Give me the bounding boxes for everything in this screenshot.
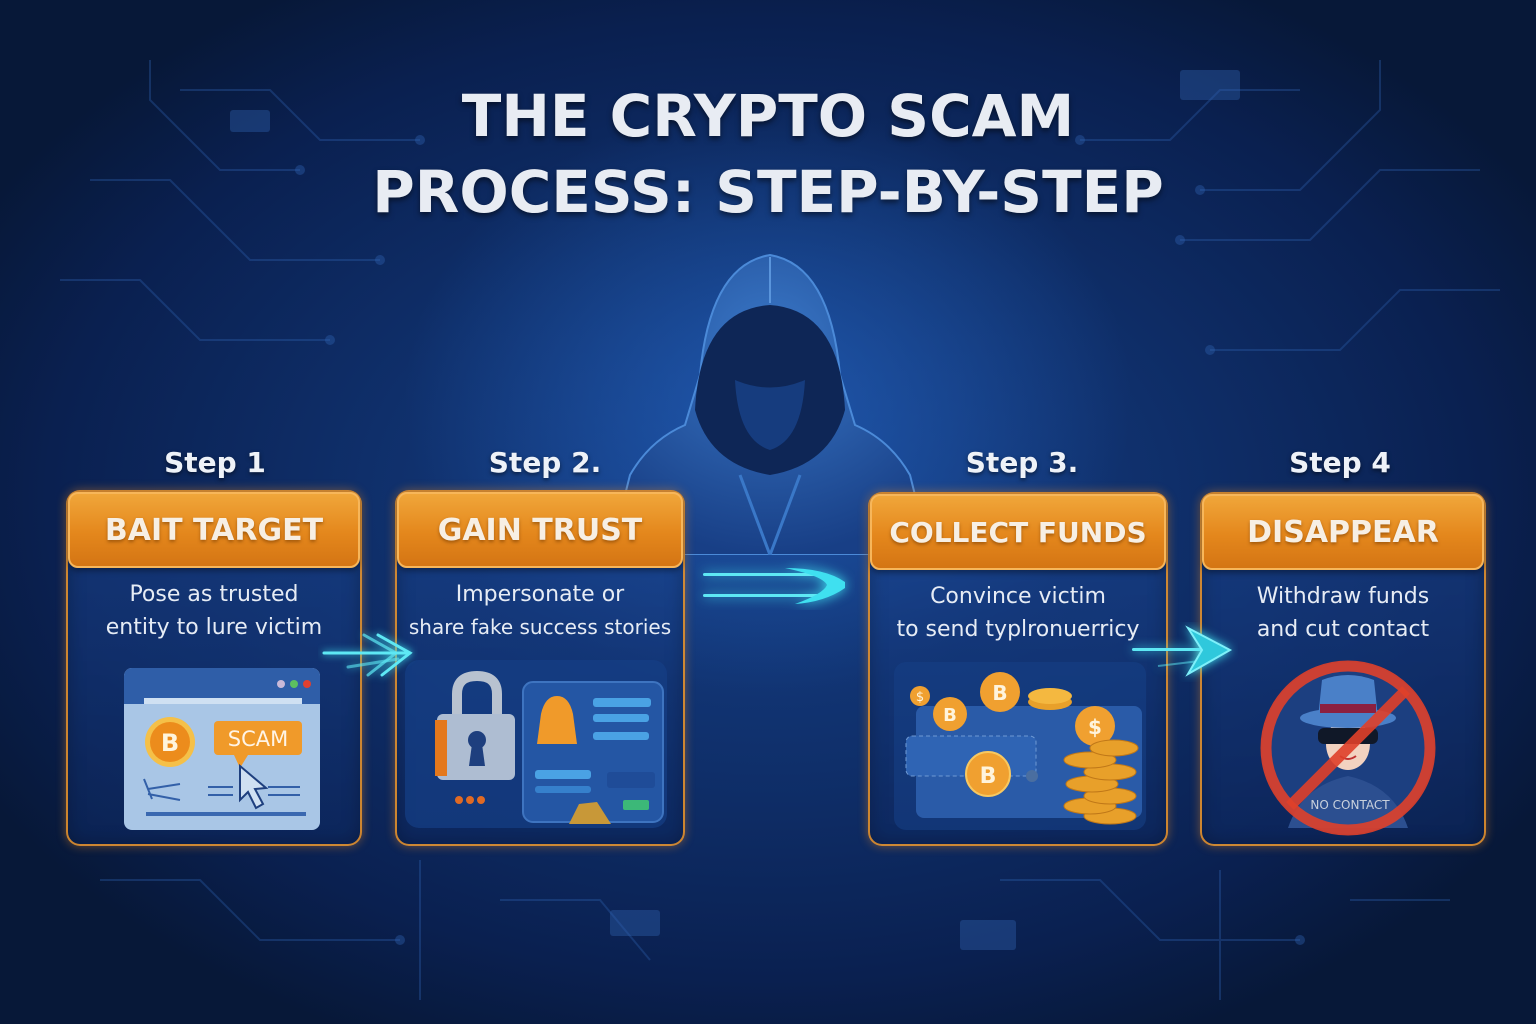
- svg-text:$: $: [1088, 715, 1102, 739]
- step-1-label: Step 1: [164, 446, 266, 479]
- step-3-title: COLLECT FUNDS: [870, 494, 1166, 570]
- step-1-title: BAIT TARGET: [68, 492, 360, 568]
- step-2-card: GAIN TRUST Impersonate or share fake suc…: [395, 490, 685, 846]
- title-line-1: THE CRYPTO SCAM: [461, 82, 1075, 150]
- svg-text:B: B: [992, 681, 1007, 705]
- step-4-label: Step 4: [1289, 446, 1391, 479]
- step-4-description: Withdraw funds and cut contact: [1256, 584, 1430, 642]
- step-4-title: DISAPPEAR: [1202, 494, 1484, 570]
- step-1-card: BAIT TARGET Pose as trusted entity to lu…: [66, 490, 362, 846]
- step-2-description: Impersonate or share fake success storie…: [408, 582, 672, 639]
- svg-text:B: B: [980, 764, 997, 789]
- arrow-step2-to-step3-icon: [703, 568, 845, 604]
- scam-badge: SCAM: [228, 727, 288, 751]
- page-title: THE CRYPTO SCAM PROCESS: STEP-BY-STEP: [0, 78, 1536, 230]
- no-contact-label: NO CONTACT: [1310, 798, 1390, 812]
- step-1-description: Pose as trusted entity to lure victim: [105, 582, 323, 640]
- step-4-card: DISAPPEAR Withdraw funds and cut contact…: [1200, 492, 1486, 846]
- svg-text:$: $: [916, 690, 924, 705]
- padlock-profile-card-icon: [405, 660, 667, 828]
- step-3-label: Step 3.: [965, 446, 1079, 479]
- arrow-step3-to-step4-icon: [1132, 625, 1233, 677]
- step-2-label: Step 2.: [488, 446, 602, 479]
- hooded-hacker-icon: [608, 253, 932, 555]
- browser-window-scam-icon: B SCAM: [124, 668, 320, 830]
- bitcoin-symbol: B: [161, 729, 179, 757]
- step-3-card: COLLECT FUNDS Convince victim to send ty…: [868, 492, 1168, 846]
- svg-text:B: B: [943, 705, 957, 726]
- no-contact-spy-icon: NO CONTACT: [1260, 660, 1436, 836]
- wallet-coins-icon: $ B B $ B: [894, 662, 1146, 830]
- title-line-2: PROCESS: STEP-BY-STEP: [372, 158, 1164, 226]
- step-2-title: GAIN TRUST: [397, 492, 683, 568]
- step-3-description: Convince victim to send typlronuerricy: [896, 584, 1140, 642]
- arrow-step1-to-step2-icon: [322, 633, 413, 677]
